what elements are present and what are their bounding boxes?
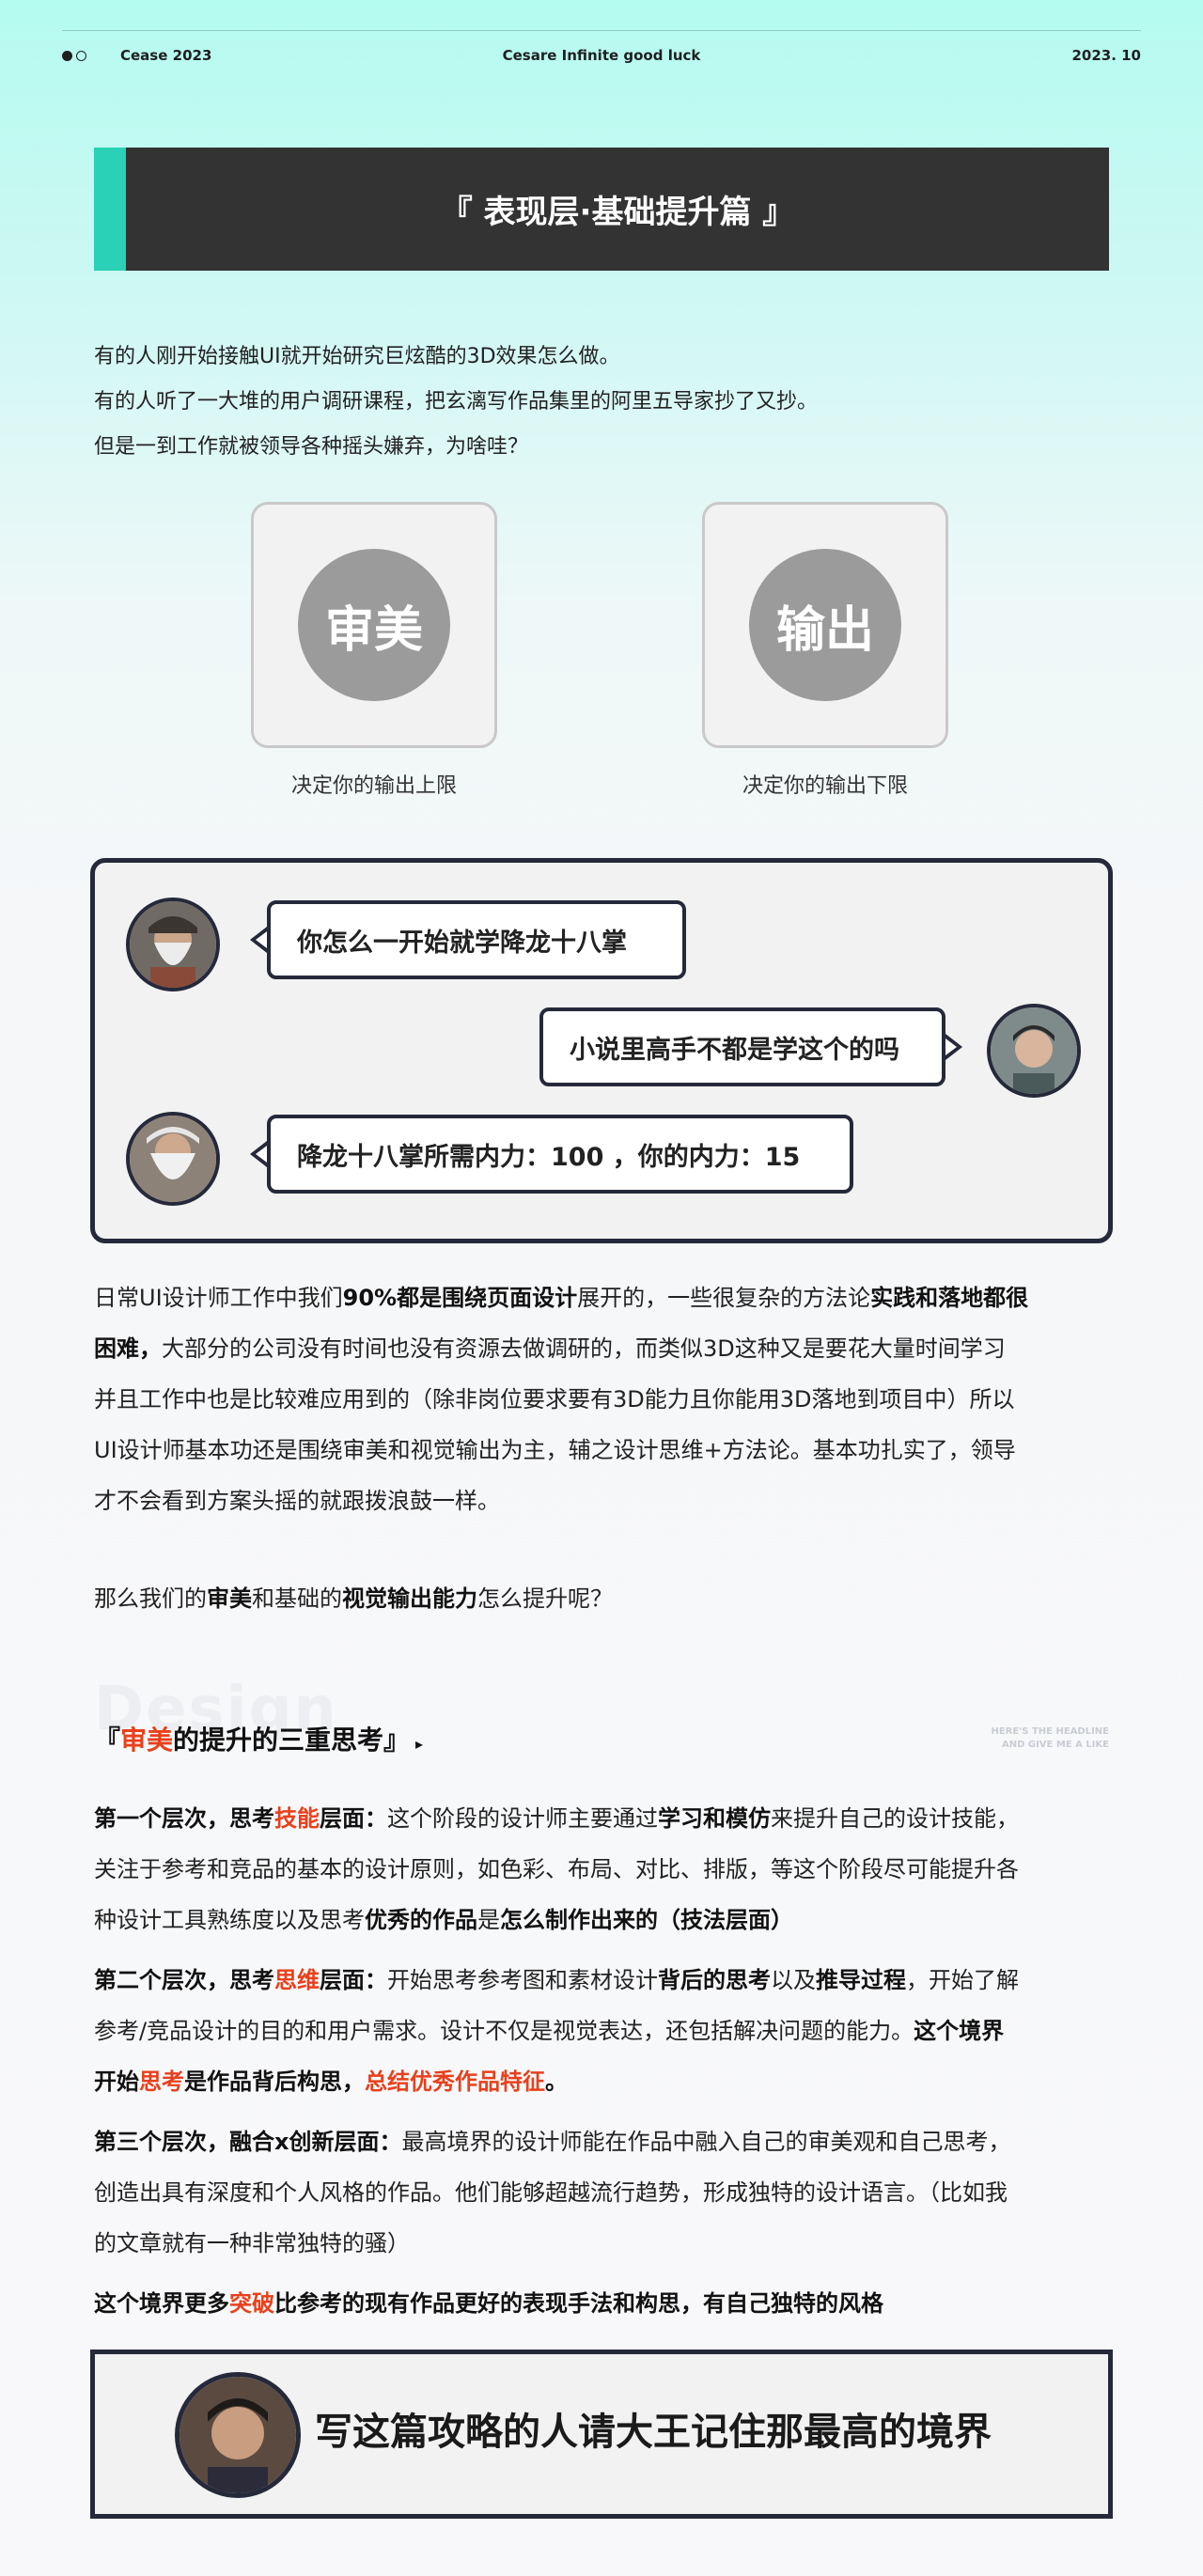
card-output: 输出 — [702, 502, 948, 748]
body-line-3: 并且工作中也是比较难应用到的（除非岗位要求要有3D能力且你能用3D落地到项目中）… — [94, 1386, 1015, 1413]
body-question: 那么我们的审美和基础的视觉输出能力怎么提升呢？ — [94, 1585, 613, 1612]
level-2-line-3: 开始思考是作品背后构思，总结优秀作品特征。 — [94, 2069, 568, 2095]
page-title: 『 表现层·基础提升篇 』 — [126, 148, 1109, 271]
bubble-tail — [250, 927, 267, 953]
header-date: 2023. 10 — [1071, 47, 1141, 64]
body-line-1: 日常UI设计师工作中我们90%都是围绕页面设计展开的，一些很复杂的方法论实践和落… — [94, 1285, 1029, 1311]
avatar-old-master — [126, 1112, 220, 1206]
bubble-tail — [250, 1141, 267, 1167]
body-line-4: UI设计师基本功还是围绕审美和视觉输出为主，辅之设计思维+方法论。基本功扎实了，… — [94, 1437, 1016, 1463]
footer-text: 写这篇攻略的人请大王记住那最高的境界 — [315, 2411, 992, 2454]
header-tagline: Cesare Infinite good luck — [502, 47, 701, 64]
section-title: 『审美的提升的三重思考』▸ — [94, 1725, 424, 1756]
level-3-line-2: 创造出具有深度和个人风格的作品。他们能够超越流行趋势，形成独特的设计语言。（比如… — [94, 2179, 1008, 2206]
chat-bubble-1: 你怎么一开始就学降龙十八掌 — [267, 900, 686, 979]
body-line-5: 才不会看到方案头摇的就跟拨浪鼓一样。 — [94, 1488, 500, 1514]
level-4-line: 这个境界更多突破比参考的现有作品更好的表现手法和构思，有自己独特的风格 — [94, 2290, 883, 2317]
body-line-2: 困难，大部分的公司没有时间也没有资源去做调研的，而类似3D这种又是要花大量时间学… — [94, 1335, 1006, 1362]
chat-bubble-2: 小说里高手不都是学这个的吗 — [539, 1007, 945, 1086]
section-bg-word: Design — [94, 1675, 338, 1744]
level-2-line-1: 第二个层次，思考思维层面：开始思考参考图和素材设计背后的思考以及推导过程，开始了… — [94, 1967, 1019, 1993]
level-1-line-1: 第一个层次，思考技能层面：这个阶段的设计师主要通过学习和模仿来提升自己的设计技能… — [94, 1805, 1019, 1832]
card-aesthetic: 审美 — [251, 502, 497, 748]
intro-line-1: 有的人刚开始接触UI就开始研究巨炫酷的3D效果怎么做。 — [94, 345, 620, 368]
level-1-line-3: 种设计工具熟练度以及思考优秀的作品是怎么制作出来的（技法层面） — [94, 1907, 793, 1933]
card-output-caption: 决定你的输出下限 — [742, 774, 908, 798]
brand-dots-icon — [62, 51, 86, 61]
title-accent — [94, 148, 126, 271]
level-3-line-1: 第三个层次，融合x创新层面：最高境界的设计师能在作品中融入自己的审美观和自己思考… — [94, 2129, 1011, 2155]
header-divider — [62, 30, 1141, 31]
bubble-tail — [945, 1034, 962, 1060]
arrow-icon: ▸ — [415, 1735, 424, 1753]
card-aesthetic-label: 审美 — [298, 549, 450, 701]
brand-label: Cease 2023 — [120, 47, 212, 64]
avatar-footer — [175, 2372, 301, 2498]
chat-bubble-3: 降龙十八掌所需内力：100 ，你的内力：15 — [267, 1115, 853, 1194]
level-3-line-3: 的文章就有一种非常独特的骚） — [94, 2230, 410, 2256]
intro-line-2: 有的人听了一大堆的用户调研课程，把玄漓写作品集里的阿里五导家抄了又抄。 — [94, 390, 819, 414]
avatar-young-hero — [987, 1004, 1081, 1098]
level-2-line-2: 参考/竞品设计的目的和用户需求。设计不仅是视觉表达，还包括解决问题的能力。这个境… — [94, 2018, 1005, 2044]
level-1-line-2: 关注于参考和竞品的基本的设计原则，如色彩、布局、对比、排版，等这个阶段尽可能提升… — [94, 1856, 1019, 1882]
intro-line-3: 但是一到工作就被领导各种摇头嫌弃，为啥哇？ — [94, 435, 529, 459]
card-aesthetic-caption: 决定你的输出上限 — [290, 774, 457, 798]
avatar-old-master — [126, 898, 220, 991]
card-output-label: 输出 — [749, 549, 901, 701]
